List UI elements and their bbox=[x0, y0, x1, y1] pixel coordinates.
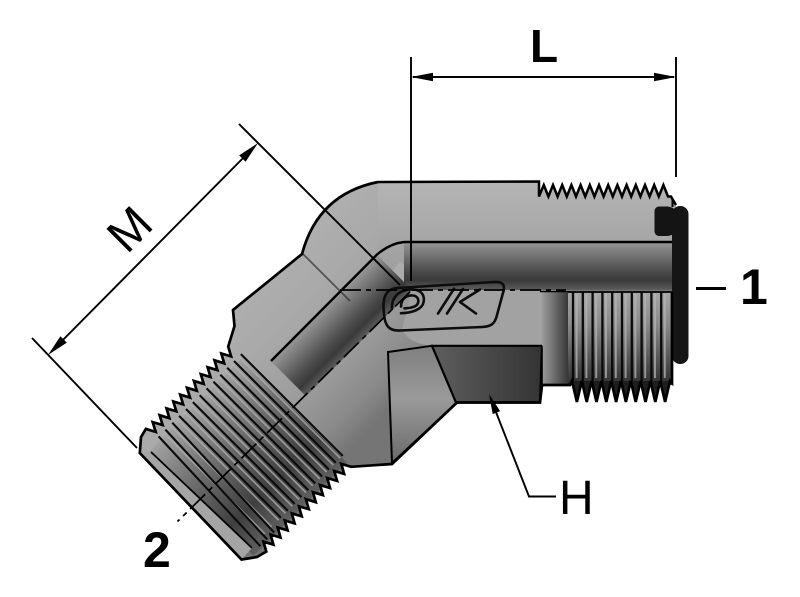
dim-L-arrow-right bbox=[654, 72, 676, 82]
thread-flank-highlights bbox=[575, 294, 666, 378]
npt-tip-edge bbox=[150, 451, 253, 549]
main-outline bbox=[138, 180, 674, 561]
corner-crease bbox=[302, 253, 351, 302]
callout-2-label: 2 bbox=[143, 522, 171, 578]
dim-M-arrow-upper bbox=[239, 143, 258, 162]
outlines bbox=[138, 180, 678, 561]
npt-thread-ridges bbox=[157, 353, 344, 547]
npt-tip-chamfer bbox=[139, 452, 252, 560]
dim-L-label: L bbox=[530, 20, 558, 72]
callout-H-leader bbox=[489, 397, 556, 498]
top-silhouette bbox=[377, 180, 678, 206]
end-seal-cap bbox=[672, 206, 689, 364]
callout-1-label: 1 bbox=[740, 259, 768, 315]
dim-M-label: M bbox=[97, 197, 163, 263]
bore-band-horizontal bbox=[404, 242, 673, 290]
centerlines bbox=[176, 289, 566, 523]
centerline-angled bbox=[176, 291, 411, 523]
neck-edges bbox=[540, 290, 570, 385]
dim-M-line bbox=[51, 146, 255, 352]
dim-M-extension-lines bbox=[31, 123, 401, 449]
logo-k-stem bbox=[436, 287, 465, 315]
logo-k-arm bbox=[458, 288, 482, 315]
port1-straight-thread-end bbox=[540, 198, 689, 402]
callout-H-arrow bbox=[489, 394, 501, 415]
dim-L-arrow-left bbox=[411, 72, 433, 82]
logo-d-outer bbox=[390, 288, 426, 315]
o-ring bbox=[654, 206, 682, 236]
hex-wrench-section bbox=[386, 344, 544, 466]
bore-edge-line bbox=[270, 240, 673, 362]
callout-H: H bbox=[489, 394, 594, 525]
callout-2: 2 bbox=[143, 522, 171, 578]
dim-M-arrow-lower bbox=[48, 336, 67, 355]
callout-H-label: H bbox=[559, 472, 594, 525]
callout-1: 1 bbox=[696, 259, 768, 315]
thread-flanks bbox=[571, 292, 663, 381]
undercut-neck bbox=[542, 292, 570, 385]
dimension-L: L bbox=[410, 20, 677, 281]
port2-npt-thread-end bbox=[139, 353, 347, 560]
